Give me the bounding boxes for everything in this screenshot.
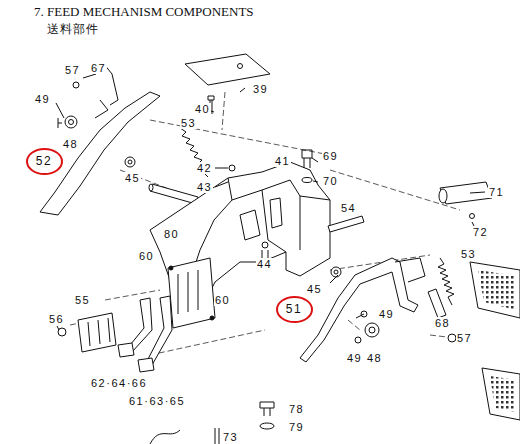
callout-number: 51 [286,303,302,316]
callout-number: 60 [138,250,155,262]
callout-number: 55 [74,294,91,306]
callout-number: 73 [222,431,239,443]
callout-number: 53 [460,248,477,260]
highlight-circle: 52 [26,148,63,175]
callout-number: 48 [62,138,79,150]
callout-number: 39 [252,83,269,95]
callout-number: 45 [306,283,323,295]
callout-number: 49 [378,308,395,320]
callout-number: 68 [434,317,451,329]
callout-number: 42 [196,162,213,174]
callout-number: 44 [256,258,273,270]
callout-number: 45 [124,172,141,184]
callout-number: 72 [472,226,489,238]
callout-number: 61·63·65 [128,395,186,407]
callout-number: 71 [488,186,505,198]
callout-number: 62·64·66 [90,377,148,389]
chinese-subtitle: 送料部件 [46,22,100,36]
callout-number: 78 [288,403,305,415]
highlight-circle: 51 [276,296,313,323]
callout-number: 67 [90,62,107,74]
callout-number: 43 [196,181,213,193]
callout-number: 54 [340,202,357,214]
callout-number: 56 [48,313,65,325]
callout-number: 80 [163,228,180,240]
callout-number: 48 [366,352,383,364]
callout-number: 57 [456,332,473,344]
callout-number: 52 [36,155,52,168]
callout-number: 40 [194,103,211,115]
callout-number: 79 [288,421,305,433]
callout-number: 60 [214,294,231,306]
callout-number: 41 [274,155,291,167]
callout-number: 69 [322,150,339,162]
callout-number: 53 [180,117,197,129]
page-title: 7. FEED MECHANISM COMPONENTS [34,4,254,20]
callout-number: 57 [64,64,81,76]
callout-number: 49 [34,93,51,105]
callout-number: 49 [346,352,363,364]
callout-number: 70 [322,175,339,187]
